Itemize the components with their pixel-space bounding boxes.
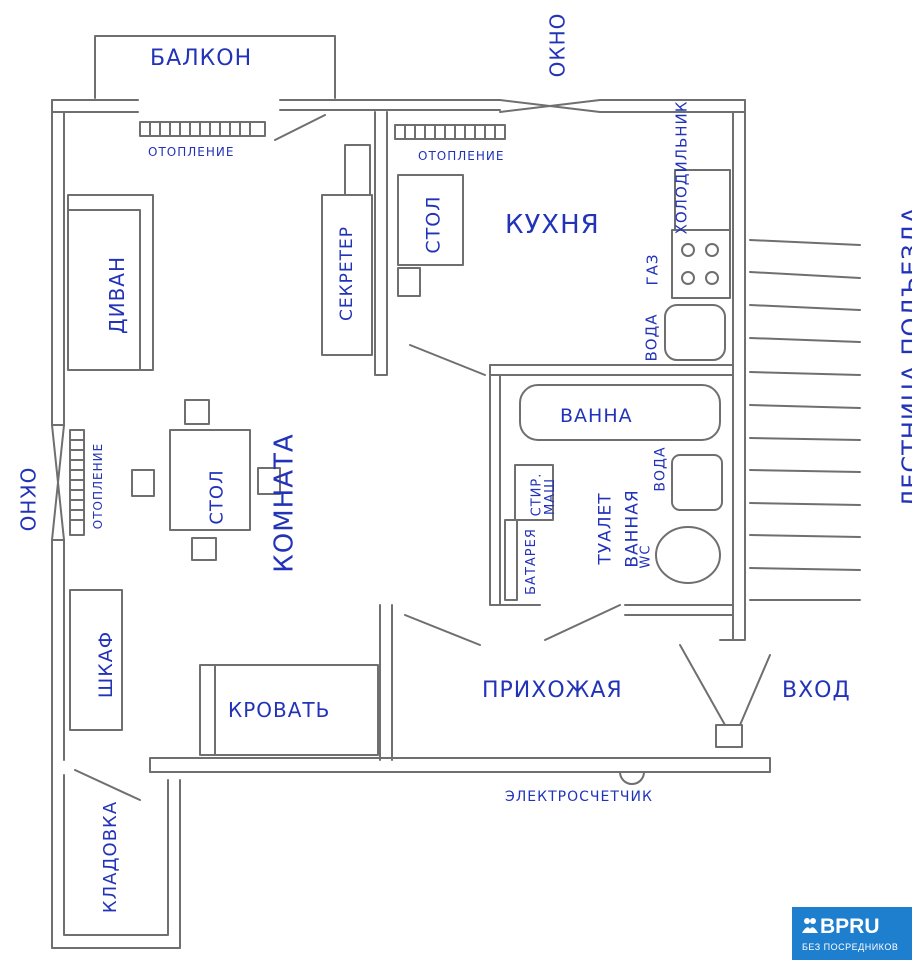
kitchen-sink bbox=[664, 304, 726, 361]
bed bbox=[199, 664, 379, 756]
door-entrance bbox=[679, 644, 771, 726]
label-heating-room: ОТОПЛЕНИЕ bbox=[91, 442, 106, 530]
label-bed: КРОВАТЬ bbox=[228, 698, 331, 722]
wall-room-kitchen bbox=[374, 111, 388, 376]
door-bath bbox=[544, 604, 621, 641]
label-window-top: ОКНО bbox=[545, 12, 570, 78]
window-left bbox=[51, 424, 65, 541]
label-toilet-bath-1: ТУАЛЕТ bbox=[595, 492, 616, 565]
label-balcony: БАЛКОН bbox=[150, 46, 253, 71]
label-toilet-bath-3: WC bbox=[638, 544, 654, 569]
heater-kitchen bbox=[394, 124, 506, 140]
bath-sink bbox=[671, 454, 723, 511]
label-water-kitchen: ВОДА bbox=[642, 313, 661, 362]
toilet bbox=[655, 526, 721, 584]
label-hallway: ПРИХОЖАЯ bbox=[482, 678, 623, 703]
bathtub bbox=[519, 384, 721, 441]
label-battery: БАТАРЕЯ bbox=[523, 528, 539, 595]
window-top bbox=[499, 99, 601, 113]
label-heating-balcony: ОТОПЛЕНИЕ bbox=[148, 145, 235, 159]
label-entrance: ВХОД bbox=[782, 678, 851, 703]
label-water-bath: ВОДА bbox=[652, 446, 669, 492]
door-kitchen bbox=[409, 344, 486, 376]
wardrobe bbox=[69, 589, 123, 731]
wall-left bbox=[51, 99, 65, 761]
label-bath: ВАННА bbox=[560, 405, 633, 427]
label-gas: ГАЗ bbox=[643, 253, 662, 286]
door-room-hall bbox=[404, 614, 481, 646]
wall-bottom bbox=[149, 757, 771, 773]
wall-right bbox=[719, 99, 746, 641]
label-washing-machine-1: СТИР. bbox=[529, 472, 545, 517]
label-meter: ЭЛЕКТРОСЧЕТЧИК bbox=[505, 789, 653, 805]
wall-top-kitchen bbox=[599, 99, 746, 113]
stove bbox=[671, 229, 731, 299]
wall-bath-bottom bbox=[624, 604, 734, 616]
sofa bbox=[67, 194, 154, 371]
door-storage bbox=[74, 769, 141, 801]
wall-top-mid bbox=[279, 99, 501, 111]
wall-partition bbox=[379, 604, 393, 761]
label-table-room: СТОЛ bbox=[206, 469, 228, 525]
label-wardrobe: ШКАФ bbox=[95, 630, 118, 699]
label-heating-kitchen: ОТОПЛЕНИЕ bbox=[418, 149, 505, 163]
wall-kitchen-bath bbox=[489, 364, 734, 376]
kitchen-table bbox=[397, 174, 464, 266]
door-balcony bbox=[274, 114, 326, 141]
balcony-outline bbox=[94, 35, 336, 99]
bpru-logo: BPRU БЕЗ ПОСРЕДНИКОВ bbox=[792, 907, 912, 960]
label-kitchen: КУХНЯ bbox=[505, 210, 600, 240]
meter-symbol bbox=[619, 771, 645, 785]
storage-outline bbox=[51, 759, 181, 949]
wall-top-left bbox=[51, 99, 139, 113]
label-washing-machine-2: МАШ bbox=[543, 477, 559, 516]
heater-room bbox=[69, 429, 85, 536]
room-table bbox=[169, 429, 251, 531]
label-sofa: ДИВАН bbox=[105, 255, 130, 335]
battery-bath bbox=[504, 519, 518, 601]
logo-tagline: БЕЗ ПОСРЕДНИКОВ bbox=[802, 942, 899, 952]
heater-balcony bbox=[139, 121, 266, 137]
logo-brand: BPRU bbox=[820, 915, 880, 938]
label-room: КОМНАТА bbox=[269, 433, 300, 573]
label-secretary: СЕКРЕТЕР bbox=[337, 225, 358, 322]
label-window-left: ОКНО bbox=[15, 467, 40, 533]
label-table-kitchen: СТОЛ bbox=[422, 195, 445, 254]
label-fridge: ХОЛОДИЛЬНИК bbox=[672, 100, 691, 235]
wall-bath-left bbox=[489, 364, 541, 606]
stairs bbox=[749, 239, 861, 601]
label-storage: КЛАДОВКА bbox=[100, 800, 122, 914]
people-icon bbox=[802, 918, 818, 933]
washing-machine bbox=[514, 464, 554, 521]
label-stairs: ЛЕСТНИЦА ПОДЪЕЗДА bbox=[896, 206, 912, 508]
